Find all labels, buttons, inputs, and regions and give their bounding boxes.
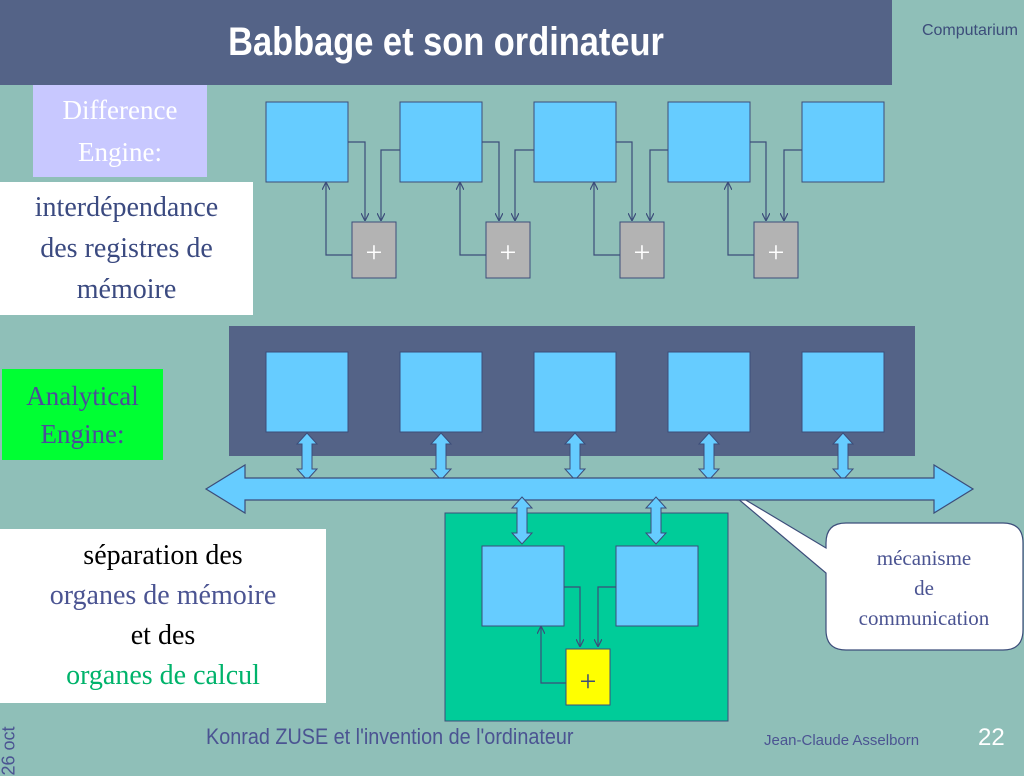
callout-text: mécanisme de communication [828, 540, 1020, 636]
mill-adder [565, 648, 611, 706]
de-register [265, 101, 349, 183]
label-line: Engine: [40, 418, 125, 449]
note-line: mémoire [76, 274, 177, 305]
note-line-calc: organes de calcul [66, 660, 260, 691]
store-register [667, 351, 751, 433]
de-adder [619, 221, 665, 279]
mill-registers [481, 545, 699, 627]
de-adder [351, 221, 397, 279]
callout-line: communication [858, 606, 990, 630]
label-line: Engine: [78, 137, 162, 167]
difference-engine-connectors [326, 141, 802, 256]
double-arrow [563, 432, 587, 481]
label-line: Analytical [26, 380, 139, 411]
separation-note: séparation des organes de mémoire et des… [0, 529, 326, 703]
store-register [399, 351, 483, 433]
bus-mill-arrows [510, 496, 668, 545]
difference-engine-adders: + + + + [351, 221, 799, 279]
de-adder [485, 221, 531, 279]
double-arrow [697, 432, 721, 481]
note-line-memory: organes de mémoire [49, 580, 277, 611]
de-register [399, 101, 483, 183]
brand-label: Computarium [921, 22, 1018, 39]
difference-engine-registers [265, 101, 885, 183]
mill-register [615, 545, 699, 627]
label-line: Difference [62, 95, 178, 125]
double-arrow [644, 496, 668, 545]
footer-author: Jean-Claude Asselborn [764, 732, 920, 749]
note-line: séparation des [83, 540, 243, 571]
analytical-engine-label: Analytical Engine: [2, 369, 163, 460]
slide-title: Babbage et son ordinateur [228, 20, 664, 64]
store-register [533, 351, 617, 433]
store-register [801, 351, 885, 433]
difference-engine-label: Difference Engine: [33, 85, 207, 177]
mill-register [481, 545, 565, 627]
callout-bubble [723, 486, 1024, 651]
footer-date: 26 oct [0, 726, 19, 776]
mill-connectors [541, 586, 616, 684]
mill-adder-symbol: + [580, 665, 597, 698]
store-bus-arrows [295, 432, 855, 481]
de-adder-symbol: + [500, 236, 517, 269]
de-register [801, 101, 885, 183]
page-number: 22 [978, 724, 1005, 751]
note-line: interdépendance [34, 192, 219, 223]
de-register [667, 101, 751, 183]
double-arrow [510, 496, 534, 545]
callout-line: de [914, 576, 934, 600]
double-arrow [295, 432, 319, 481]
de-adder-symbol: + [366, 236, 383, 269]
title-bar [0, 0, 892, 85]
store-register [265, 351, 349, 433]
de-adder [753, 221, 799, 279]
double-arrow [831, 432, 855, 481]
callout-line: mécanisme [876, 546, 972, 570]
de-register [533, 101, 617, 183]
note-line: et des [130, 620, 196, 651]
de-adder-symbol: + [768, 236, 785, 269]
de-adder-symbol: + [634, 236, 651, 269]
communication-bus [204, 463, 975, 515]
register-interdependence-note: interdépendance des registres de mémoire [0, 182, 253, 315]
footer-title: Konrad ZUSE et l'invention de l'ordinate… [206, 724, 574, 749]
store-registers [265, 351, 885, 433]
double-arrow [429, 432, 453, 481]
note-line: des registres de [40, 233, 213, 264]
